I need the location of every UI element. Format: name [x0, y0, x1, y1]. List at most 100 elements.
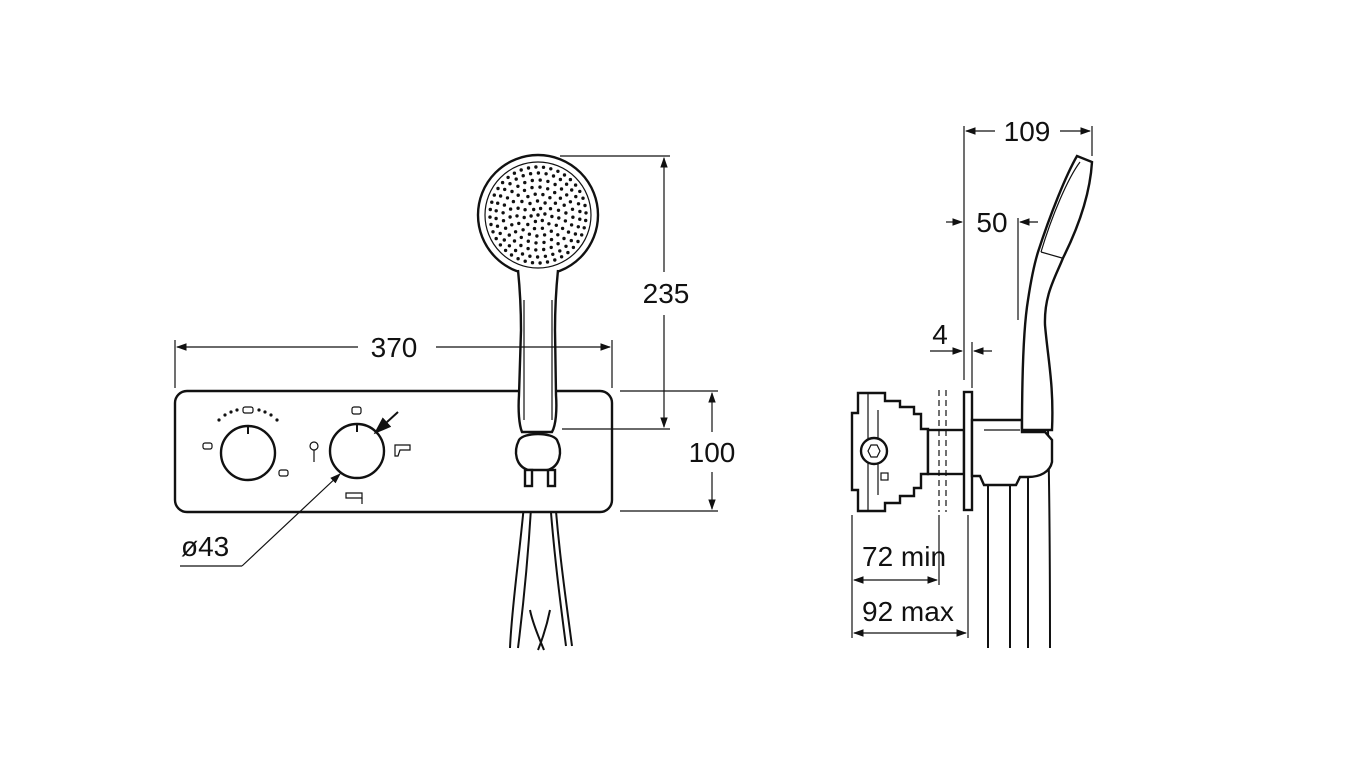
nozzle-dot	[533, 219, 538, 224]
nozzle-dot	[562, 173, 567, 177]
nozzle-dot	[540, 226, 545, 230]
nozzle-dot	[501, 211, 505, 215]
nozzle-dot	[509, 253, 514, 257]
nozzle-dot	[558, 177, 563, 182]
nozzle-dot	[559, 255, 564, 259]
nozzle-dot	[502, 203, 507, 207]
nozzle-dot	[584, 211, 588, 215]
nozzle-dot	[578, 189, 582, 194]
side-view: 109 50 4 72 min 92 max	[850, 116, 1094, 649]
nozzle-dot	[529, 214, 533, 218]
width-label: 370	[371, 332, 418, 363]
front-view: 370 235 100 ø43	[173, 153, 735, 651]
nozzle-dot	[557, 216, 561, 220]
hand-shower-front	[476, 153, 600, 488]
nozzle-dot	[488, 215, 492, 219]
hand-shower-side	[1020, 154, 1094, 432]
nozzle-dot	[576, 239, 580, 244]
knob-diameter-label: ø43	[181, 531, 229, 562]
plate-label: 4	[932, 319, 948, 350]
nozzle-dot	[508, 207, 513, 211]
nozzle-dot	[576, 202, 581, 206]
nozzle-dot	[562, 236, 566, 241]
nozzle-dot	[544, 172, 548, 176]
nozzle-dot	[551, 174, 556, 178]
nozzle-dot	[503, 226, 508, 230]
nozzle-dot	[553, 201, 558, 205]
nozzle-dot	[507, 244, 512, 248]
nozzle-dot	[553, 190, 557, 195]
nozzle-dot	[528, 201, 532, 206]
nozzle-dot	[500, 180, 505, 185]
nozzle-dot	[491, 230, 495, 234]
nozzle-dot	[512, 171, 517, 175]
nozzle-dot	[560, 226, 565, 231]
nozzle-dot	[521, 174, 525, 178]
offset-label: 50	[976, 207, 1007, 238]
nozzle-dot	[494, 209, 498, 213]
nozzle-dot	[536, 213, 540, 217]
nozzle-dot	[583, 203, 587, 208]
depth-label: 109	[1004, 116, 1051, 147]
nozzle-dot	[515, 214, 519, 218]
nozzle-dot	[549, 167, 553, 171]
nozzle-dot	[568, 177, 573, 182]
dimension-plate: 4	[930, 319, 992, 388]
nozzle-dot	[523, 259, 527, 263]
valve-body	[850, 391, 966, 513]
dimension-offset: 50	[946, 207, 1038, 320]
nozzle-dot	[498, 231, 502, 236]
min-label: 72 min	[862, 541, 946, 572]
nozzle-dot	[522, 188, 527, 193]
nozzle-dot	[538, 206, 543, 211]
nozzle-dot	[494, 216, 498, 221]
nozzle-dot	[578, 217, 582, 221]
nozzle-dot	[516, 257, 520, 261]
nozzle-dot	[564, 244, 568, 248]
nozzle-dot	[542, 240, 546, 245]
nozzle-dot	[488, 207, 492, 212]
nozzle-dot	[559, 187, 564, 191]
nozzle-dot	[566, 250, 570, 255]
nozzle-dot	[496, 201, 500, 205]
nozzle-dot	[534, 248, 538, 252]
nozzle-dot	[513, 248, 518, 253]
nozzle-dot	[566, 230, 571, 234]
nozzle-dot	[510, 223, 514, 227]
dimension-shower-length: 235	[560, 155, 689, 430]
nozzle-dot	[505, 196, 510, 200]
nozzle-dot	[506, 175, 510, 180]
nozzle-dot	[492, 193, 496, 197]
nozzle-dot	[516, 206, 520, 210]
nozzle-dot	[516, 184, 520, 188]
nozzle-dot	[501, 219, 506, 223]
nozzle-dot	[523, 208, 527, 212]
nozzle-dot	[535, 199, 540, 203]
nozzle-dot	[570, 207, 575, 211]
nozzle-dot	[545, 260, 550, 264]
nozzle-dot	[553, 182, 557, 187]
front-wall-plate	[173, 389, 614, 514]
nozzle-dot	[513, 230, 518, 234]
nozzle-dot	[541, 192, 545, 197]
nozzle-dot	[526, 166, 531, 170]
nozzle-dot	[498, 194, 503, 198]
nozzle-dot	[496, 186, 500, 191]
nozzle-dot	[564, 182, 569, 186]
temperature-knob	[202, 406, 289, 482]
nozzle-dot	[580, 233, 584, 237]
nozzle-dot	[540, 218, 544, 223]
nozzle-dot	[581, 196, 585, 200]
dimension-max: 92 max	[852, 596, 968, 637]
nozzle-dot	[535, 255, 540, 259]
dimension-width: 370	[174, 332, 613, 388]
nozzle-dot	[532, 207, 536, 212]
nozzle-dot	[556, 233, 560, 237]
nozzle-dot	[556, 169, 560, 173]
nozzle-dot	[556, 208, 561, 212]
nozzle-dot	[526, 194, 530, 199]
nozzle-dot	[574, 194, 578, 199]
nozzle-dot	[503, 187, 507, 192]
nozzle-dot	[578, 209, 582, 214]
